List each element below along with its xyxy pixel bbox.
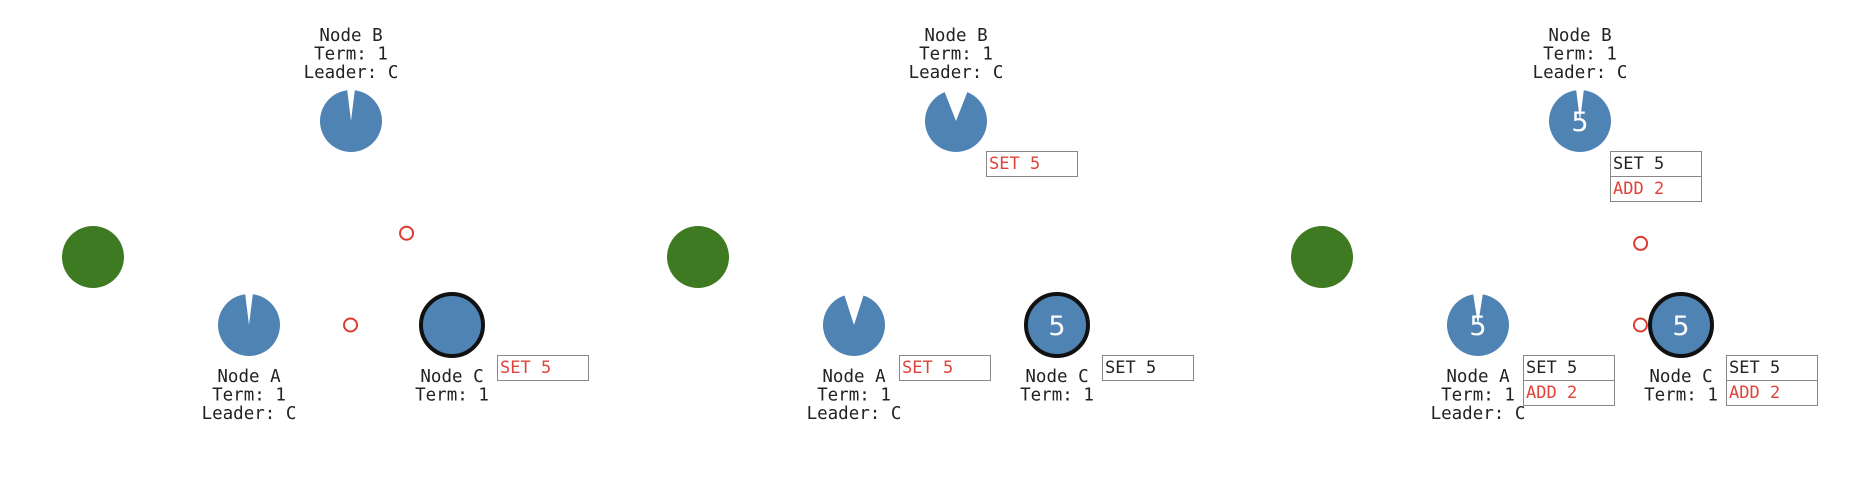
log-entry-committed: SET 5	[1105, 358, 1156, 378]
node-label: Term: 1	[817, 386, 891, 406]
node-body	[1549, 90, 1611, 152]
node-label: Node B	[1548, 26, 1611, 46]
message-dot	[1633, 235, 1649, 251]
node-body	[925, 92, 987, 152]
node-label: Node C	[1649, 367, 1712, 387]
node-label: Leader: C	[1533, 63, 1628, 83]
node-label: Leader: C	[909, 63, 1004, 83]
node-label: Node C	[1025, 367, 1088, 387]
node-label: Term: 1	[1543, 45, 1617, 65]
node-label: Term: 1	[314, 45, 388, 65]
log-entry	[1102, 355, 1194, 381]
node-label: Node A	[1446, 367, 1510, 387]
log-entry-uncommitted: SET 5	[989, 154, 1040, 174]
node-value: 5	[1048, 311, 1065, 342]
node-body	[1447, 294, 1509, 356]
client-node	[1291, 226, 1353, 288]
node-body	[421, 294, 483, 356]
log-entry-uncommitted: SET 5	[902, 358, 953, 378]
node-value: 5	[1571, 107, 1588, 138]
node-label: Node C	[420, 367, 483, 387]
log-entry	[1726, 355, 1818, 381]
log-entry-committed: SET 5	[1613, 154, 1664, 174]
log-entry	[1523, 355, 1615, 381]
node-label: Term: 1	[1644, 386, 1718, 406]
node-label: Node A	[822, 367, 886, 387]
log-entry	[1610, 176, 1702, 202]
node-label: Term: 1	[415, 386, 489, 406]
log-entry-uncommitted: ADD 2	[1526, 383, 1577, 403]
node-label: Term: 1	[1441, 386, 1515, 406]
leader-ring	[419, 292, 485, 358]
node-value: 5	[1672, 311, 1689, 342]
node-body	[822, 295, 885, 356]
log-entry-uncommitted: SET 5	[500, 358, 551, 378]
node-label: Leader: C	[304, 63, 399, 83]
node-body	[1026, 294, 1088, 356]
leader-ring	[1024, 292, 1090, 358]
node-body	[1650, 294, 1712, 356]
log-entry-committed: SET 5	[1729, 358, 1780, 378]
log-entry-uncommitted: ADD 2	[1613, 179, 1664, 199]
client-node	[62, 226, 124, 288]
log-entry-uncommitted: ADD 2	[1729, 383, 1780, 403]
node-label: Node B	[319, 26, 382, 46]
log-entry	[1726, 380, 1818, 406]
node-label: Node B	[924, 26, 987, 46]
log-entry	[497, 355, 589, 381]
message-dot	[343, 317, 358, 333]
node-value: 5	[1469, 311, 1486, 342]
message-dot	[399, 225, 415, 241]
log-entry	[986, 151, 1078, 177]
node-body	[319, 90, 382, 152]
node-body	[218, 294, 280, 356]
node-label: Term: 1	[919, 45, 993, 65]
node-label: Term: 1	[1020, 386, 1094, 406]
message-dot	[1632, 317, 1648, 333]
log-entry	[899, 355, 991, 381]
node-label: Term: 1	[212, 386, 286, 406]
node-label: Leader: C	[202, 404, 297, 424]
node-label: Leader: C	[1431, 404, 1526, 424]
log-entry	[1523, 380, 1615, 406]
node-label: Leader: C	[807, 404, 902, 424]
client-node	[667, 226, 729, 288]
log-entry	[1610, 151, 1702, 177]
leader-ring	[1648, 292, 1714, 358]
node-label: Node A	[217, 367, 281, 387]
log-entry-committed: SET 5	[1526, 358, 1577, 378]
